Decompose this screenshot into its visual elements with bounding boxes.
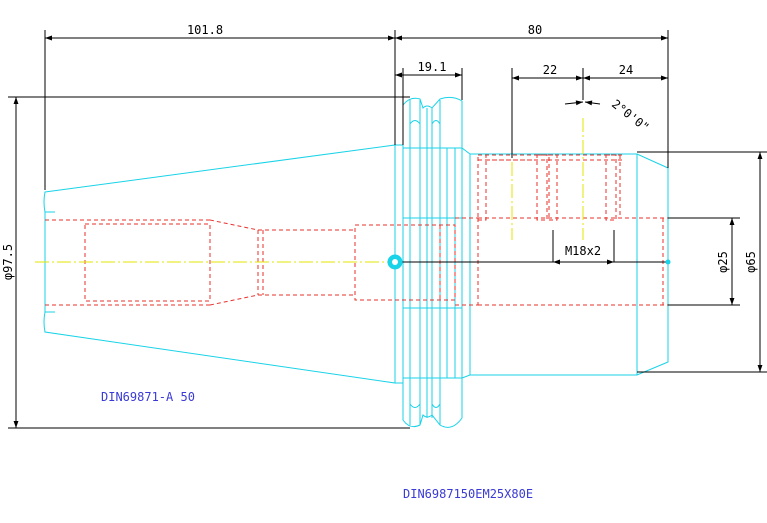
taper-standard-label: DIN69871-A 50 — [101, 390, 195, 404]
dim-text-phi-65: φ65 — [744, 251, 758, 273]
dim-text-80: 80 — [528, 23, 542, 37]
dim-text-phi-25: φ25 — [716, 251, 730, 273]
part-number-label: DIN6987150EM25X80E — [403, 487, 533, 501]
holder-body — [461, 147, 669, 379]
dim-text-phi-97-5: φ97.5 — [1, 244, 15, 280]
center-lines — [35, 118, 584, 263]
dimension-lines — [8, 30, 767, 429]
hidden-lines — [45, 154, 668, 306]
dim-text-101-8: 101.8 — [187, 23, 223, 37]
dim-text-24: 24 — [619, 63, 633, 77]
dim-text-19-1: 19.1 — [418, 60, 447, 74]
dim-text-thread: M18x2 — [565, 244, 601, 258]
flange — [395, 96, 463, 428]
taper-cone — [43, 144, 396, 384]
center-point — [387, 254, 671, 270]
dim-text-22: 22 — [543, 63, 557, 77]
dim-text-angle: 2°0'0" — [609, 97, 652, 135]
